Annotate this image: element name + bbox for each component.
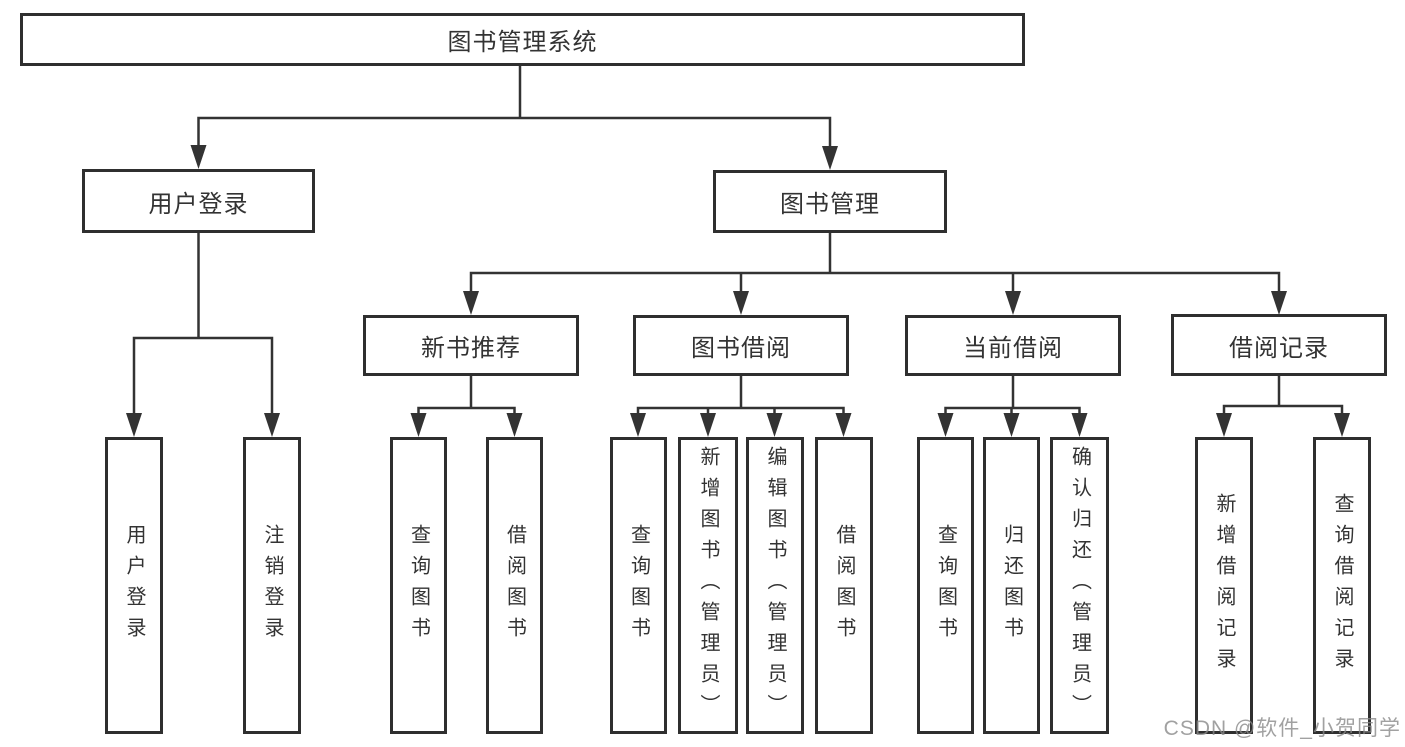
arrow-down-icon <box>835 413 852 437</box>
level2-bus-line <box>469 271 1281 294</box>
node-query-books-borrowing: 查询图书 <box>610 437 667 734</box>
node-logout: 注销登录 <box>243 437 301 734</box>
arrow-down-icon <box>463 291 479 315</box>
arrow-down-icon <box>733 291 749 315</box>
node-confirm-return-admin: 确认归还（管理员） <box>1050 437 1109 734</box>
arrow-down-icon <box>1271 291 1287 315</box>
arrow-down-icon <box>937 413 954 437</box>
node-book-borrowing: 图书借阅 <box>633 315 849 376</box>
level1-bus-line <box>197 116 832 147</box>
arrow-down-icon <box>630 413 646 437</box>
node-book-management: 图书管理 <box>713 170 947 233</box>
node-current-borrowing: 当前借阅 <box>905 315 1121 376</box>
node-borrowing-records: 借阅记录 <box>1171 314 1387 376</box>
borrowing-records-bus-line <box>1222 404 1344 416</box>
book-borrowing-bus-line <box>636 406 845 416</box>
arrow-down-icon <box>190 145 207 169</box>
arrow-down-icon <box>410 413 427 437</box>
node-query-books-recommend: 查询图书 <box>390 437 447 734</box>
node-query-borrow-record: 查询借阅记录 <box>1313 437 1371 734</box>
new-book-recommend-bus-line <box>417 406 516 416</box>
node-borrow-books-recommend: 借阅图书 <box>486 437 543 734</box>
csdn-watermark: CSDN @软件_小贺同学 <box>1163 717 1401 740</box>
arrow-down-icon <box>1003 413 1020 437</box>
arrow-down-icon <box>1216 413 1232 437</box>
user-login-bus-line <box>132 336 274 416</box>
node-new-book-recommend: 新书推荐 <box>363 315 579 376</box>
node-return-books: 归还图书 <box>983 437 1040 734</box>
arrow-down-icon <box>766 413 783 437</box>
node-user-login: 用户登录 <box>82 169 315 233</box>
node-add-books-admin: 新增图书（管理员） <box>678 437 738 734</box>
arrow-down-icon <box>1071 413 1088 437</box>
arrow-down-icon <box>506 413 523 437</box>
node-user-login-action: 用户登录 <box>105 437 163 734</box>
node-borrow-books: 借阅图书 <box>815 437 873 734</box>
node-library-management-system: 图书管理系统 <box>20 13 1025 66</box>
node-query-books-current: 查询图书 <box>917 437 974 734</box>
node-add-borrow-record: 新增借阅记录 <box>1195 437 1253 734</box>
arrow-down-icon <box>126 413 142 437</box>
arrow-down-icon <box>1334 413 1350 437</box>
arrow-down-icon <box>1005 291 1021 315</box>
arrow-down-icon <box>264 413 280 437</box>
arrow-down-icon <box>822 146 838 170</box>
arrow-down-icon <box>700 413 716 437</box>
node-edit-books-admin: 编辑图书（管理员） <box>746 437 804 734</box>
